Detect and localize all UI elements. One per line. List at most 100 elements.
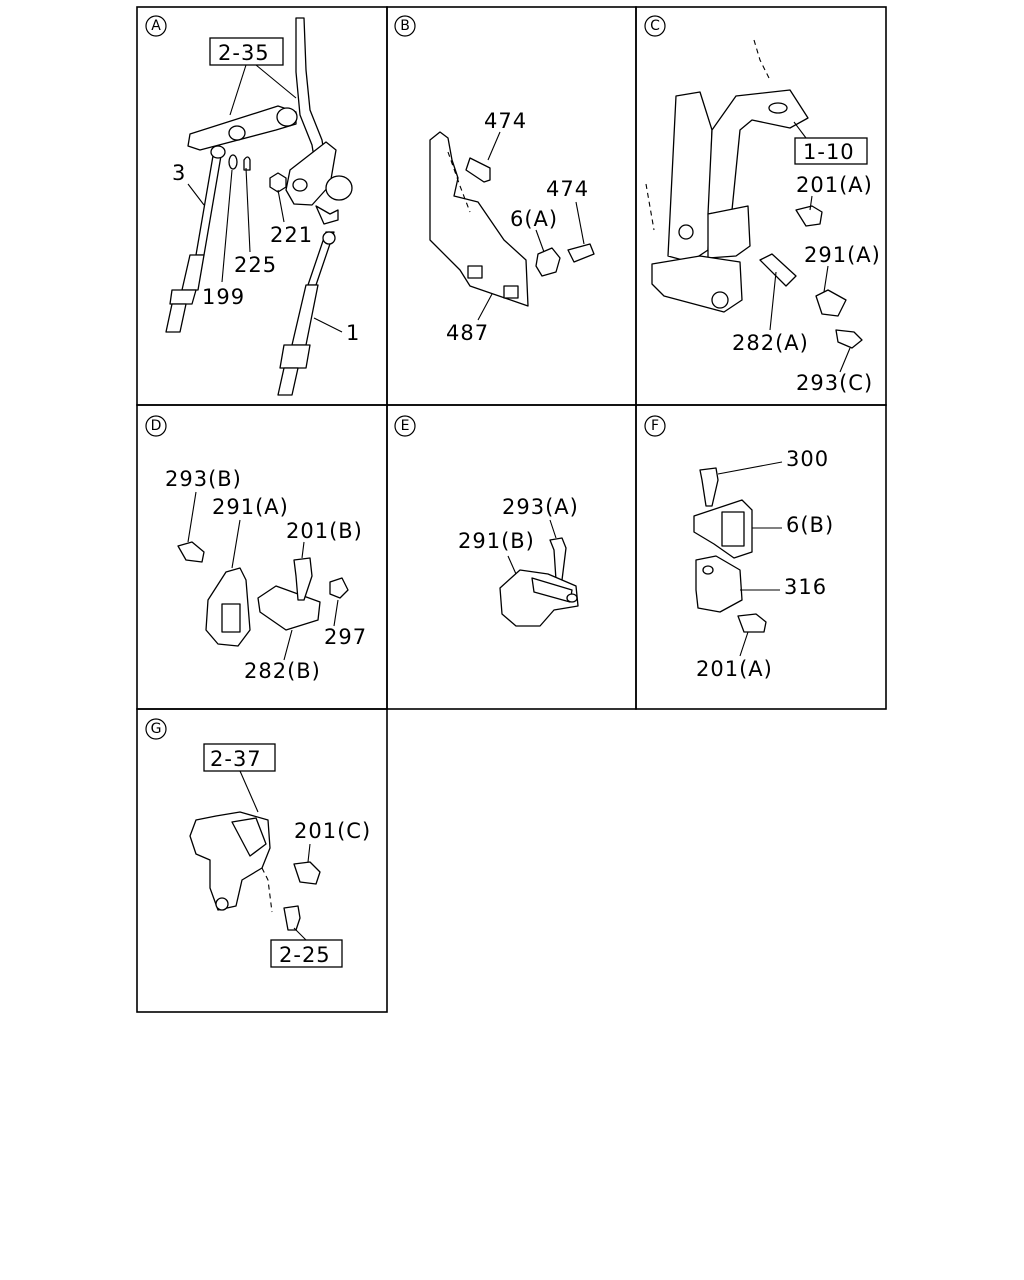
ref-leader-2-35-a xyxy=(229,64,247,116)
bolt-293c xyxy=(835,329,863,349)
callout-201a-c: 201(A) xyxy=(796,173,873,197)
ref-leader-2-25 xyxy=(293,927,307,941)
cable-1-boot xyxy=(291,284,319,346)
grid-frame xyxy=(136,6,887,1013)
mount-bracket-tab xyxy=(231,817,267,857)
ref-label-2-25: 2-25 xyxy=(279,943,331,967)
callout-201a-f: 201(A) xyxy=(696,657,773,681)
ref-box-2-25 xyxy=(270,939,343,968)
callout-201c: 201(C) xyxy=(294,819,371,843)
ref-leader-2-37 xyxy=(239,770,259,813)
mount-bracket-hidden-edge xyxy=(261,867,273,913)
frame-base xyxy=(651,255,743,313)
bolt-201a-f xyxy=(737,613,767,633)
panel-b: B 474 474 6(A) 487 xyxy=(394,15,595,345)
ref-box-2-37 xyxy=(203,743,276,772)
callout-6b: 6(B) xyxy=(786,513,834,537)
callout-3: 3 xyxy=(172,161,186,185)
callout-316: 316 xyxy=(784,575,827,599)
ref-label-1-10: 1-10 xyxy=(803,140,855,164)
ref-leader-2-35-b xyxy=(255,64,297,99)
leader-291a-c xyxy=(823,265,829,293)
panel-b-badge-label: B xyxy=(400,18,410,34)
callout-293c: 293(C) xyxy=(796,371,873,395)
panel-g: G 2-37 201(C) 2-25 xyxy=(145,718,371,968)
panel-a: A 2-35 3 225 xyxy=(145,15,360,396)
ref-box-1-10 xyxy=(794,137,868,165)
nut-221 xyxy=(269,172,287,193)
callout-291a-c: 291(A) xyxy=(804,243,881,267)
bracket-316 xyxy=(695,555,743,613)
cable-1-tube xyxy=(277,367,299,396)
clip-291a-d-window xyxy=(221,603,241,633)
cable-3-tube xyxy=(165,303,187,333)
bracket-282a xyxy=(759,253,797,287)
panel-a-badge xyxy=(145,15,167,37)
leader-282a xyxy=(769,271,777,331)
select-lever-hole xyxy=(228,125,246,141)
cable-1-collar xyxy=(279,344,311,369)
bolt-201a xyxy=(795,205,823,227)
cable-3-end xyxy=(210,145,226,159)
leader-225 xyxy=(245,167,251,253)
nut-297 xyxy=(329,577,349,599)
leader-474-lower xyxy=(575,201,585,245)
callout-201b: 201(B) xyxy=(286,519,363,543)
pin-225 xyxy=(243,156,251,171)
panel-c: C 1-10 201(A) 291(A) 282(A) 293(C) xyxy=(644,15,881,395)
leader-293c xyxy=(839,347,851,373)
select-lever-end xyxy=(276,107,298,127)
leader-201a-f xyxy=(739,631,749,657)
shift-lever-knob-ball xyxy=(325,175,353,201)
clip-6a xyxy=(535,247,561,277)
cable-3-collar xyxy=(169,289,197,305)
callout-300: 300 xyxy=(786,447,829,471)
ref-label-2-37: 2-37 xyxy=(210,747,262,771)
cable-3-rod xyxy=(195,149,223,256)
bracket-487 xyxy=(429,131,529,307)
panel-d-badge-label: D xyxy=(151,418,162,434)
bracket-487-nut-1 xyxy=(467,265,483,279)
panel-d-badge xyxy=(145,415,167,437)
bolt-293a xyxy=(549,537,567,581)
panel-g-badge-label: G xyxy=(151,721,162,737)
panel-a-frame xyxy=(136,6,388,406)
panel-f-frame xyxy=(635,404,887,710)
panel-g-frame xyxy=(136,708,388,1013)
callout-282a: 282(A) xyxy=(732,331,809,355)
panel-e-frame xyxy=(386,404,637,710)
callout-293a: 293(A) xyxy=(502,495,579,519)
leader-293a xyxy=(549,519,557,539)
clip-6b-window xyxy=(721,511,745,547)
washer-199 xyxy=(228,154,238,170)
callout-6a: 6(A) xyxy=(510,207,558,231)
leader-291b xyxy=(507,555,517,575)
panel-e-badge-label: E xyxy=(401,418,410,434)
panel-b-badge xyxy=(394,15,416,37)
panel-e: E 293(A) 291(B) xyxy=(394,415,579,627)
callout-297: 297 xyxy=(324,625,367,649)
frame-hidden-edge-1 xyxy=(753,39,771,81)
ref-box-2-35 xyxy=(209,37,284,66)
panel-f-badge xyxy=(644,415,666,437)
frame-pivot xyxy=(678,224,694,240)
leader-201c xyxy=(307,843,311,863)
leader-221 xyxy=(277,189,285,223)
panel-c-badge xyxy=(644,15,666,37)
leader-300 xyxy=(717,461,783,475)
callout-221: 221 xyxy=(270,223,313,247)
callout-474-lower: 474 xyxy=(546,177,589,201)
frame-bracket-hole xyxy=(768,102,788,114)
ref-label-2-35: 2-35 xyxy=(218,41,270,65)
panel-c-badge-label: C xyxy=(650,18,660,34)
bolt-293b xyxy=(177,541,205,563)
callout-1: 1 xyxy=(346,321,360,345)
ball-joint-end xyxy=(315,205,339,225)
clip-291b xyxy=(499,569,579,627)
mount-bracket-hole xyxy=(215,897,229,911)
bracket-316-hole xyxy=(702,565,714,575)
leader-293b xyxy=(187,491,197,543)
shift-lever-pivot xyxy=(292,178,308,192)
frame-bracket-plate xyxy=(707,89,809,215)
